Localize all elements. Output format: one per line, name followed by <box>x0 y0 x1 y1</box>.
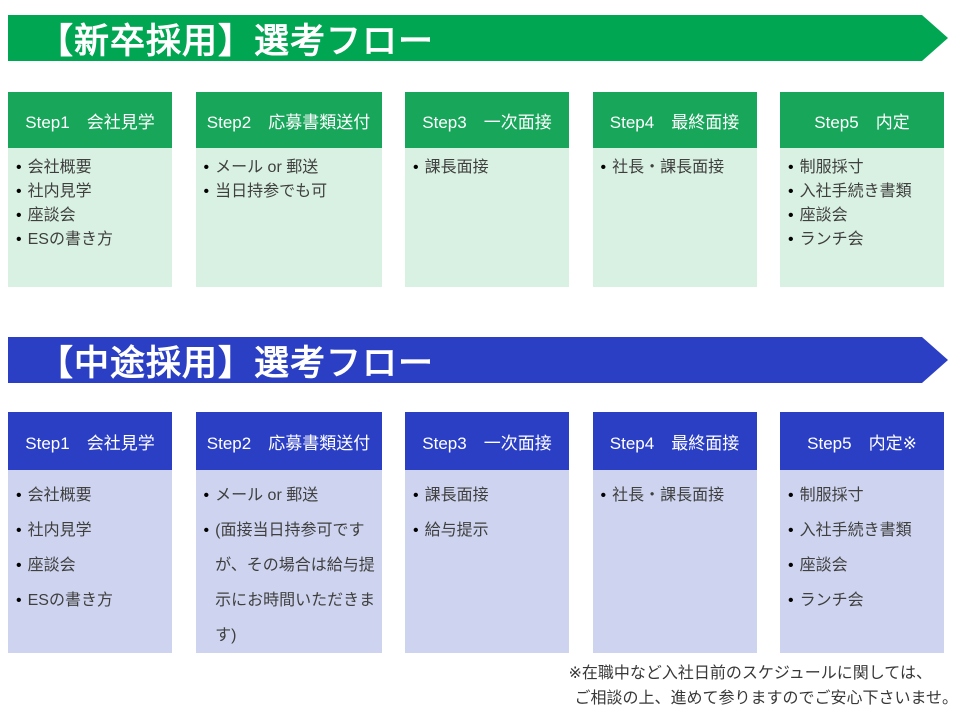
bullet-icon: • <box>16 231 22 248</box>
step-item: •社長・課長面接 <box>601 156 753 180</box>
bullet-icon: • <box>413 487 419 504</box>
bullet-icon: • <box>413 159 419 176</box>
step-card-mc-1: Step1 会社見学 •会社概要 •社内見学 •座談会 •ESの書き方 <box>8 412 172 653</box>
step-card-title: Step3 一次面接 <box>405 412 569 470</box>
step-item: •ランチ会 <box>788 583 940 618</box>
bullet-icon: • <box>203 183 210 200</box>
step-card-items: •会社概要 •社内見学 •座談会 •ESの書き方 <box>8 148 172 287</box>
step-item: •メール or 郵送 <box>204 156 378 180</box>
step-item: •課長面接 <box>413 156 565 180</box>
step-card-title: Step4 最終面接 <box>592 92 757 148</box>
bullet-icon: • <box>16 183 22 200</box>
bullet-icon: • <box>600 487 607 504</box>
step-card-title: Step1 会社見学 <box>8 412 172 470</box>
step-item: •給与提示 <box>413 513 565 548</box>
step-item: •ESの書き方 <box>16 228 168 252</box>
step-card-items: •社長・課長面接 <box>592 470 757 653</box>
bullet-icon: • <box>788 557 794 574</box>
step-card-title: Step2 応募書類送付 <box>195 412 382 470</box>
step-item: •制服採寸 <box>788 478 940 513</box>
step-card-items: •課長面接 •給与提示 <box>405 470 569 653</box>
bullet-icon: • <box>600 159 607 176</box>
step-item: •課長面接 <box>413 478 565 513</box>
bullet-icon: • <box>788 592 794 609</box>
bullet-icon: • <box>16 207 22 224</box>
step-card-title: Step5 内定 <box>780 92 944 148</box>
step-item: •ESの書き方 <box>16 583 168 618</box>
bullet-icon: • <box>16 522 22 539</box>
step-item: •座談会 <box>788 204 940 228</box>
step-card-title: Step1 会社見学 <box>8 92 172 148</box>
bullet-icon: • <box>788 522 794 539</box>
step-item: •制服採寸 <box>788 156 940 180</box>
step-card-items: •課長面接 <box>405 148 569 287</box>
step-card-title: Step2 応募書類送付 <box>195 92 382 148</box>
step-item: •メール or 郵送 <box>204 478 378 513</box>
bullet-icon: • <box>413 522 419 539</box>
step-item: •社長・課長面接 <box>601 478 753 513</box>
bullet-icon: • <box>788 159 794 176</box>
bullet-icon: • <box>788 487 794 504</box>
step-card-ng-3: Step3 一次面接 •課長面接 <box>405 92 569 287</box>
bullet-icon: • <box>788 183 794 200</box>
step-card-items: •制服採寸 •入社手続き書類 •座談会 •ランチ会 <box>780 148 944 287</box>
step-card-mc-5: Step5 内定※ •制服採寸 •入社手続き書類 •座談会 •ランチ会 <box>780 412 944 653</box>
step-item: •(面接当日持参可ですが、その場合は給与提示にお時間いただきます) <box>204 513 378 653</box>
step-item: •会社概要 <box>16 478 168 513</box>
step-item: •入社手続き書類 <box>788 180 940 204</box>
step-card-mc-4: Step4 最終面接 •社長・課長面接 <box>592 412 757 653</box>
step-item: •会社概要 <box>16 156 168 180</box>
step-card-items: •メール or 郵送 •当日持参でも可 <box>195 148 382 287</box>
step-card-title: Step4 最終面接 <box>592 412 757 470</box>
step-card-mc-2: Step2 応募書類送付 •メール or 郵送 •(面接当日持参可ですが、その場… <box>195 412 382 653</box>
bullet-icon: • <box>203 522 210 539</box>
step-card-items: •会社概要 •社内見学 •座談会 •ESの書き方 <box>8 470 172 653</box>
banner-mid-career-title: 【中途採用】選考フロー <box>38 343 435 383</box>
banner-new-graduate-title: 【新卒採用】選考フロー <box>38 21 435 61</box>
bullet-icon: • <box>16 159 22 176</box>
step-item: •座談会 <box>788 548 940 583</box>
step-item: •社内見学 <box>16 513 168 548</box>
banner-new-graduate: 【新卒採用】選考フロー <box>8 15 948 61</box>
bullet-icon: • <box>203 159 210 176</box>
mid-career-steps-row: Step1 会社見学 •会社概要 •社内見学 •座談会 •ESの書き方 Step… <box>8 412 944 653</box>
step-card-ng-1: Step1 会社見学 •会社概要 •社内見学 •座談会 •ESの書き方 <box>8 92 172 287</box>
bullet-icon: • <box>788 231 794 248</box>
bullet-icon: • <box>16 557 22 574</box>
step-card-items: •メール or 郵送 •(面接当日持参可ですが、その場合は給与提示にお時間いただ… <box>195 470 382 653</box>
step-card-ng-5: Step5 内定 •制服採寸 •入社手続き書類 •座談会 •ランチ会 <box>780 92 944 287</box>
new-graduate-steps-row: Step1 会社見学 •会社概要 •社内見学 •座談会 •ESの書き方 Step… <box>8 92 944 287</box>
step-card-items: •社長・課長面接 <box>592 148 757 287</box>
footnote: ※在職中など入社日前のスケジュールに関しては、 ご相談の上、進めて参りますのでご… <box>568 661 958 711</box>
bullet-icon: • <box>788 207 794 224</box>
step-card-ng-4: Step4 最終面接 •社長・課長面接 <box>592 92 757 287</box>
step-card-mc-3: Step3 一次面接 •課長面接 •給与提示 <box>405 412 569 653</box>
step-card-ng-2: Step2 応募書類送付 •メール or 郵送 •当日持参でも可 <box>195 92 382 287</box>
step-item: •ランチ会 <box>788 228 940 252</box>
step-item: •当日持参でも可 <box>204 180 378 204</box>
banner-mid-career: 【中途採用】選考フロー <box>8 337 948 383</box>
footnote-line-1: ※在職中など入社日前のスケジュールに関しては、 <box>568 665 932 682</box>
step-item: •社内見学 <box>16 180 168 204</box>
step-item: •座談会 <box>16 548 168 583</box>
step-item: •座談会 <box>16 204 168 228</box>
step-card-title: Step3 一次面接 <box>405 92 569 148</box>
step-item: •入社手続き書類 <box>788 513 940 548</box>
bullet-icon: • <box>203 487 210 504</box>
bullet-icon: • <box>16 487 22 504</box>
footnote-line-2: ご相談の上、進めて参りますのでご安心下さいませ。 <box>574 690 958 707</box>
bullet-icon: • <box>16 592 22 609</box>
step-card-title: Step5 内定※ <box>780 412 944 470</box>
step-card-items: •制服採寸 •入社手続き書類 •座談会 •ランチ会 <box>780 470 944 653</box>
